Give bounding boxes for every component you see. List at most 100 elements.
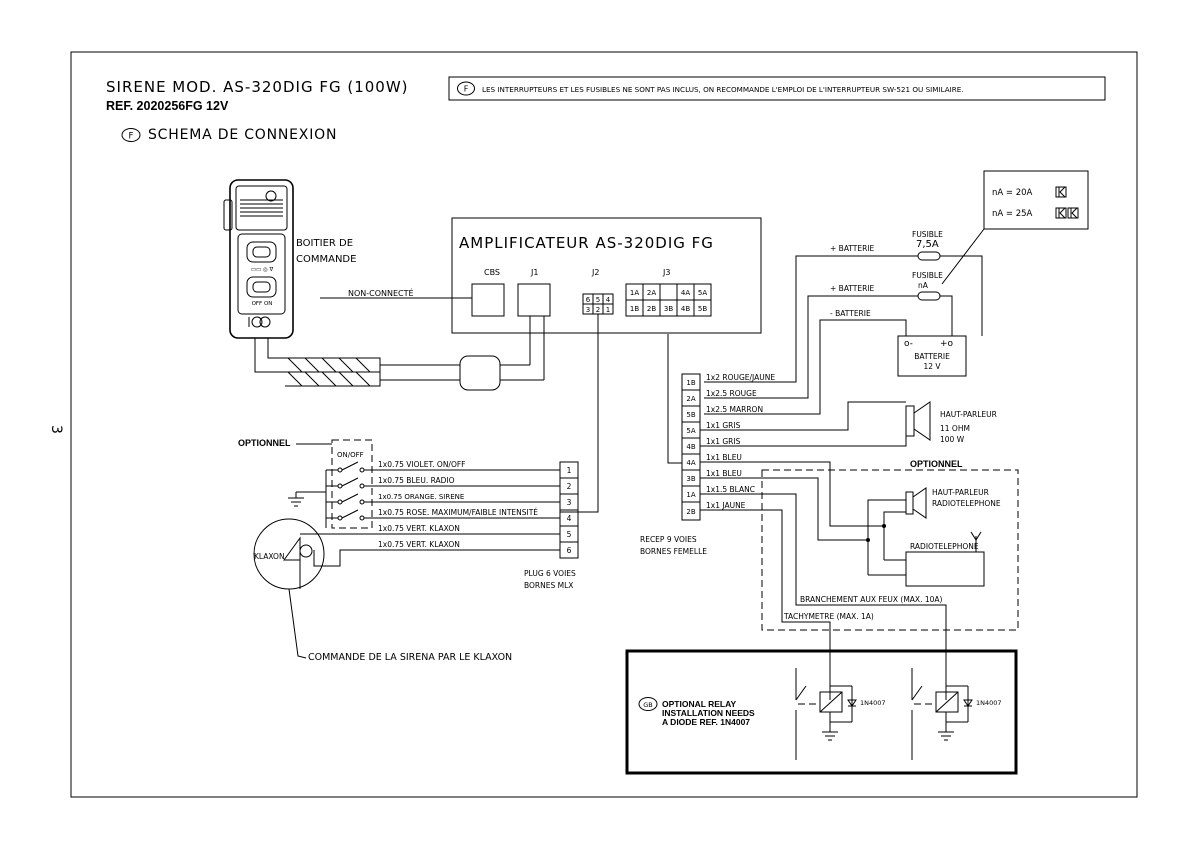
svg-text:OFF ON: OFF ON [252, 301, 273, 307]
connector-j2: 6 5 4 3 2 1 [582, 293, 614, 315]
receptacle-pin: 4A [686, 459, 695, 467]
receptacle-wire-label: 1x1 BLEU [706, 453, 742, 462]
plug-wire-label: 1x0.75 VERT. KLAXON [378, 540, 460, 549]
optional-left-title: OPTIONNEL [238, 438, 291, 448]
reference-number: REF. 2020256FG 12V [106, 99, 229, 113]
diagram-title: SIRENE MOD. AS-320DIG FG (100W) [106, 78, 409, 96]
radiotelephone-box [905, 551, 985, 587]
page-number: 3 [48, 425, 64, 434]
j3-pin: 2A [647, 289, 656, 297]
radio-speaker-label-1: HAUT-PARLEUR [932, 488, 989, 497]
plug-wire-6 [313, 549, 560, 567]
j2-pin: 4 [606, 296, 611, 304]
wire-speaker-a [700, 401, 906, 431]
j3-pin: 2B [647, 305, 656, 313]
radiotelephone-label: RADIOTELEPHONE [910, 542, 979, 551]
speaker-impedance: 11 OHM [940, 424, 970, 433]
battery-plus: +o [940, 339, 954, 349]
j2-to-plug-wire [560, 314, 599, 513]
receptacle-caption-2: BORNES FEMELLE [640, 547, 707, 556]
language-flag-f [121, 128, 141, 142]
wire-label-pos-2: + BATTERIE [830, 284, 875, 293]
plug-wire-label: 1x0.75 ORANGE. SIRENE [378, 493, 464, 501]
relay-2 [911, 668, 973, 760]
j3-pin: 1B [630, 305, 639, 313]
relay-note-3: A DIODE REF. 1N4007 [662, 717, 750, 727]
klaxon-label: KLAXON [254, 552, 285, 561]
lights-label: BRANCHEMENT AUX FEUX (MAX. 10A) [800, 595, 943, 604]
wire-battery-pos-2 [704, 295, 918, 399]
wire-battery-neg [704, 319, 907, 415]
connector-cbs-label: CBS [484, 268, 500, 277]
amplifier-title: AMPLIFICATEUR AS-320DIG FG [459, 234, 714, 252]
plug-wire-label: 1x0.75 BLEU. RADIO [378, 476, 455, 485]
svg-text:▭▭ ◎ ∇: ▭▭ ◎ ∇ [251, 267, 274, 273]
receptacle-pin: 1A [686, 491, 695, 499]
plug-pin: 6 [567, 546, 572, 555]
wire-label-neg: - BATTERIE [830, 309, 871, 318]
wire-label-pos-1: + BATTERIE [830, 244, 875, 253]
optional-switch-frame [331, 439, 373, 529]
wire-radio-b [700, 477, 868, 541]
wire-battery-pos-1 [704, 255, 918, 383]
note-box [448, 76, 1106, 101]
j2-pin: 6 [586, 296, 591, 304]
optional-right-title: OPTIONNEL [910, 459, 963, 469]
control-box-label-2: COMMANDE [296, 254, 356, 265]
wire-speaker-b [700, 436, 907, 447]
fuse-rating-25a: nA = 25A [992, 209, 1033, 219]
receptacle-pin: 4B [686, 443, 695, 451]
control-cable [254, 316, 545, 391]
plug-caption-1: PLUG 6 VOIES [524, 569, 576, 578]
not-connected-label: NON-CONNECTÉ [348, 287, 414, 298]
j2-pin: 1 [606, 306, 610, 314]
receptacle-wire-label: 1x1 JAUNE [706, 501, 746, 510]
fuse-1-value: 7,5A [916, 239, 939, 250]
wire-tacho [700, 509, 831, 700]
plug-wire-label: 1x0.75 VERT. KLAXON [378, 524, 460, 533]
optional-right-frame [761, 469, 1019, 631]
diode-1-label: 1N4007 [860, 699, 886, 707]
j3-pin: 3B [664, 305, 673, 313]
switch-bank [288, 461, 365, 528]
connector-j1-label: J1 [530, 268, 538, 277]
battery-minus: o- [904, 339, 913, 349]
plug-pin: 4 [567, 514, 572, 523]
plug-pin: 5 [567, 530, 572, 539]
plug-6-ways: 1 2 3 4 5 6 [559, 461, 579, 559]
wire-lights [700, 493, 947, 700]
plug-pin: 1 [567, 466, 572, 475]
note-flag-f [457, 81, 475, 96]
receptacle-pin: 2A [686, 395, 695, 403]
plug-pin: 2 [567, 482, 572, 491]
battery-label: BATTERIE [914, 352, 950, 361]
j3-to-receptacle-wire [667, 334, 682, 464]
page-border [70, 51, 1138, 798]
receptacle-wire-label: 1x2 ROUGE/JAUNE [706, 373, 775, 382]
receptacle-caption-1: RECEP 9 VOIES [640, 535, 697, 544]
amplifier-box [451, 217, 762, 334]
tacho-label: TACHYMETRE (MAX. 1A) [783, 612, 874, 621]
plug-wire-label: 1x0.75 VIOLET. ON/OFF [378, 460, 466, 469]
relay-box [625, 649, 1018, 775]
connector-j2-label: J2 [591, 268, 599, 277]
receptacle-wire-label: 1x2.5 MARRON [706, 405, 763, 414]
radio-speaker-icon [905, 487, 927, 519]
fuse-2-icon [917, 291, 941, 301]
schema-subtitle: SCHEMA DE CONNEXION [148, 127, 337, 143]
plug-caption-2: BORNES MLX [524, 581, 573, 590]
radio-speaker-label-2: RADIOTELEPHONE [932, 499, 1001, 508]
control-box-handset: ▭▭ ◎ ∇ OFF ON [223, 179, 294, 339]
j2-pin: 2 [596, 306, 600, 314]
receptacle-9-ways: 1B 2A 5B 5A 4B 4A 3B 1A 2B [681, 373, 701, 521]
fuse-symbol-icon [1055, 186, 1079, 219]
connector-cbs [471, 283, 505, 317]
j2-pin: 3 [586, 306, 590, 314]
fuse-rating-20a: nA = 20A [992, 188, 1033, 198]
fuse-1-label: FUSIBLE [912, 230, 943, 239]
connector-j3-label: J3 [662, 268, 670, 277]
battery-voltage: 12 V [923, 362, 941, 371]
switch-on-off-label: ON/OFF [337, 451, 364, 459]
language-flag-gb [638, 697, 658, 711]
receptacle-pin: 1B [686, 379, 695, 387]
